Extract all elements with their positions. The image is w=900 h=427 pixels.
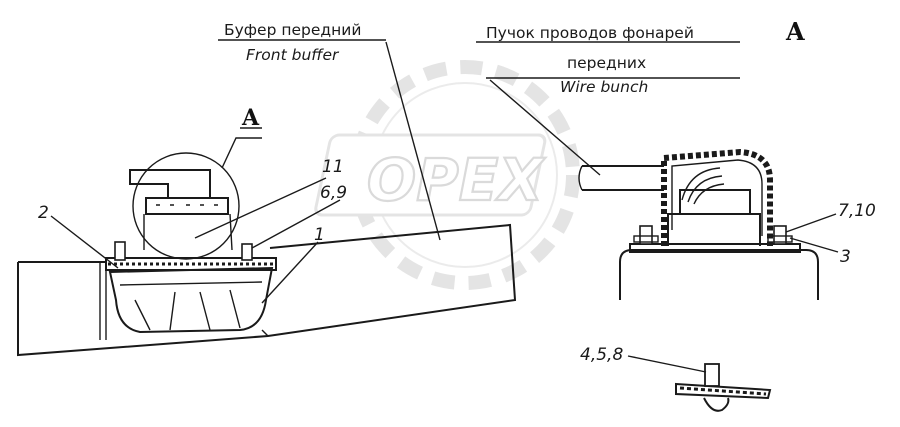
part-label-1: 1: [314, 225, 325, 245]
connector-base: [145, 197, 229, 215]
leader-lines: [50, 39, 839, 373]
wire-bunch-label-ru-2: передних: [567, 54, 646, 72]
bolt-left: [114, 241, 126, 261]
lamp-flange: [105, 257, 277, 271]
detail-buffer-block: [619, 249, 819, 300]
front-buffer-label-en: Front buffer: [246, 46, 340, 64]
view-a-title: A: [785, 17, 805, 46]
detail-callout-letter: A: [241, 105, 260, 131]
left-assembly: A: [17, 105, 517, 357]
front-buffer-label-ru: Буфер передний: [224, 21, 361, 39]
part-label-2: 2: [38, 203, 49, 223]
front-buffer-beam: [17, 223, 517, 357]
part-label-7-10: 7,10: [838, 201, 876, 221]
detail-bolt-left: [639, 225, 653, 245]
bolt-right: [241, 243, 253, 261]
detail-bolt-right: [773, 225, 787, 245]
detail-a-assembly: [578, 148, 819, 300]
lamp-housing: [108, 266, 274, 334]
wire-bunch-label-ru-1: Пучок проводов фонарей: [486, 24, 694, 42]
fastener-section: [675, 363, 772, 412]
part-label-6-9: 6,9: [320, 183, 347, 203]
watermark: OPEX: [314, 60, 580, 290]
wire-bunch-label-en: Wire bunch: [560, 78, 648, 96]
wire-connector: [129, 169, 211, 199]
detail-lamp-body: [667, 213, 761, 246]
part-label-11: 11: [322, 157, 344, 177]
labels: Буфер передний Front buffer Пучок провод…: [38, 17, 876, 365]
part-label-4-5-8: 4,5,8: [580, 345, 623, 365]
watermark-text: OPEX: [367, 146, 546, 214]
part-label-3: 3: [840, 247, 851, 267]
detail-wire-bunch: [582, 165, 664, 191]
detail-circle-a: [132, 152, 240, 260]
